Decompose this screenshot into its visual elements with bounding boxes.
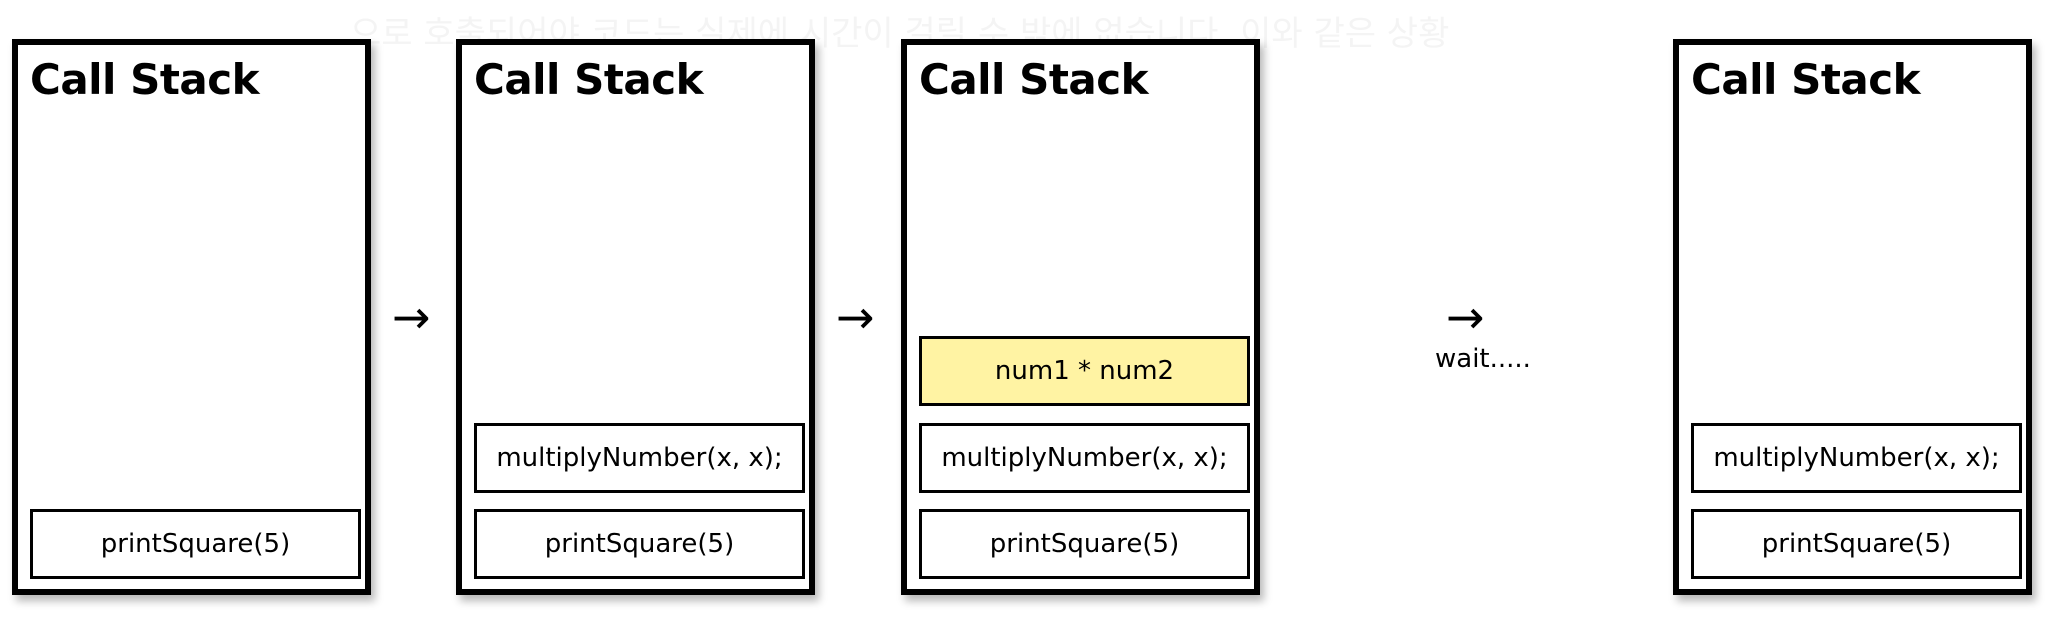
call-stack-1: Call Stack printSquare(5) xyxy=(12,39,371,595)
right-arrow-icon: → xyxy=(836,290,875,344)
stack-frame-print-square: printSquare(5) xyxy=(919,509,1250,579)
wait-label: wait..... xyxy=(1435,344,1531,374)
right-arrow-icon: → xyxy=(392,290,431,344)
stack-frame-print-square: printSquare(5) xyxy=(474,509,805,579)
stack-frame-multiply-number: multiplyNumber(x, x); xyxy=(1691,423,2022,493)
stack-frame-print-square: printSquare(5) xyxy=(1691,509,2022,579)
call-stack-4: Call Stack multiplyNumber(x, x); printSq… xyxy=(1673,39,2032,595)
call-stack-title: Call Stack xyxy=(1691,55,1921,104)
stack-frame-multiply-number: multiplyNumber(x, x); xyxy=(919,423,1250,493)
stack-frame-multiplication: num1 * num2 xyxy=(919,336,1250,406)
call-stack-2: Call Stack multiplyNumber(x, x); printSq… xyxy=(456,39,815,595)
right-arrow-icon: → xyxy=(1446,290,1485,344)
call-stack-title: Call Stack xyxy=(919,55,1149,104)
stack-frame-print-square: printSquare(5) xyxy=(30,509,361,579)
stack-frame-multiply-number: multiplyNumber(x, x); xyxy=(474,423,805,493)
call-stack-3: Call Stack num1 * num2 multiplyNumber(x,… xyxy=(901,39,1260,595)
call-stack-title: Call Stack xyxy=(474,55,704,104)
call-stack-title: Call Stack xyxy=(30,55,260,104)
